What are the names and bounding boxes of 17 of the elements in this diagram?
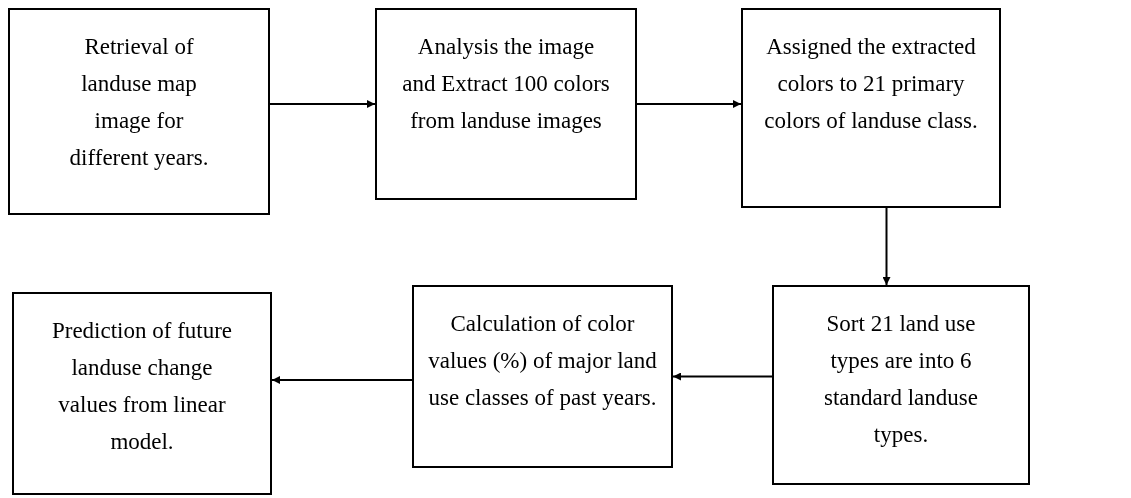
step-text: Sort 21 land use types are into 6 standard landuse types.	[823, 310, 979, 449]
arrow	[636, 100, 742, 108]
process-box	[375, 8, 637, 200]
process-box	[772, 285, 1030, 485]
step-text: Assigned the extracted colors to 21 primary colors of landuse class.	[763, 33, 979, 135]
step-text: Prediction of future landuse change values from linear model.	[50, 317, 234, 456]
arrow	[672, 372, 773, 381]
step-text: Retrieval of landuse map image for different years.	[68, 33, 210, 172]
process-box	[412, 285, 673, 468]
step-text: Analysis the image and Extract 100 colors from landuse images	[401, 33, 611, 135]
arrow	[882, 207, 891, 286]
step-text: Calculation of color values (%) of major land use classes of past years.	[427, 310, 658, 412]
process-box	[8, 8, 270, 215]
arrow	[269, 100, 376, 108]
process-box	[12, 292, 272, 495]
process-box	[741, 8, 1001, 208]
arrow	[271, 376, 413, 384]
